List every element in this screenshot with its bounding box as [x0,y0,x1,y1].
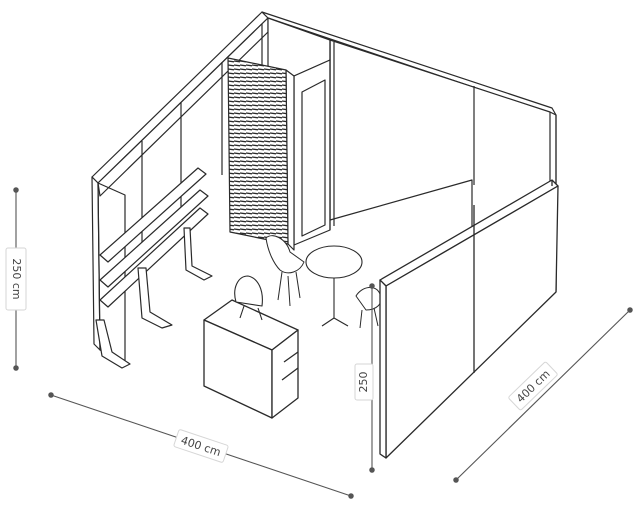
dim-label-height-front: 250 [354,363,374,401]
label-height-front: 250 [357,372,370,393]
slatted-wall [227,57,289,245]
counter [203,299,299,419]
dim-label-height-left: 250 cm [5,247,27,311]
label-height-left: 250 cm [10,258,23,299]
dimension-lines [13,187,633,499]
table-chair-right [355,287,382,329]
chair-counter [234,275,263,321]
storage-closet [267,17,335,251]
wall-shelves [95,167,213,369]
dim-label-depth-right: 400 cm [508,361,558,411]
dim-label-width-front: 400 cm [173,429,229,463]
right-wall [379,179,559,459]
table-chair-left [265,235,305,307]
round-table [305,245,363,327]
